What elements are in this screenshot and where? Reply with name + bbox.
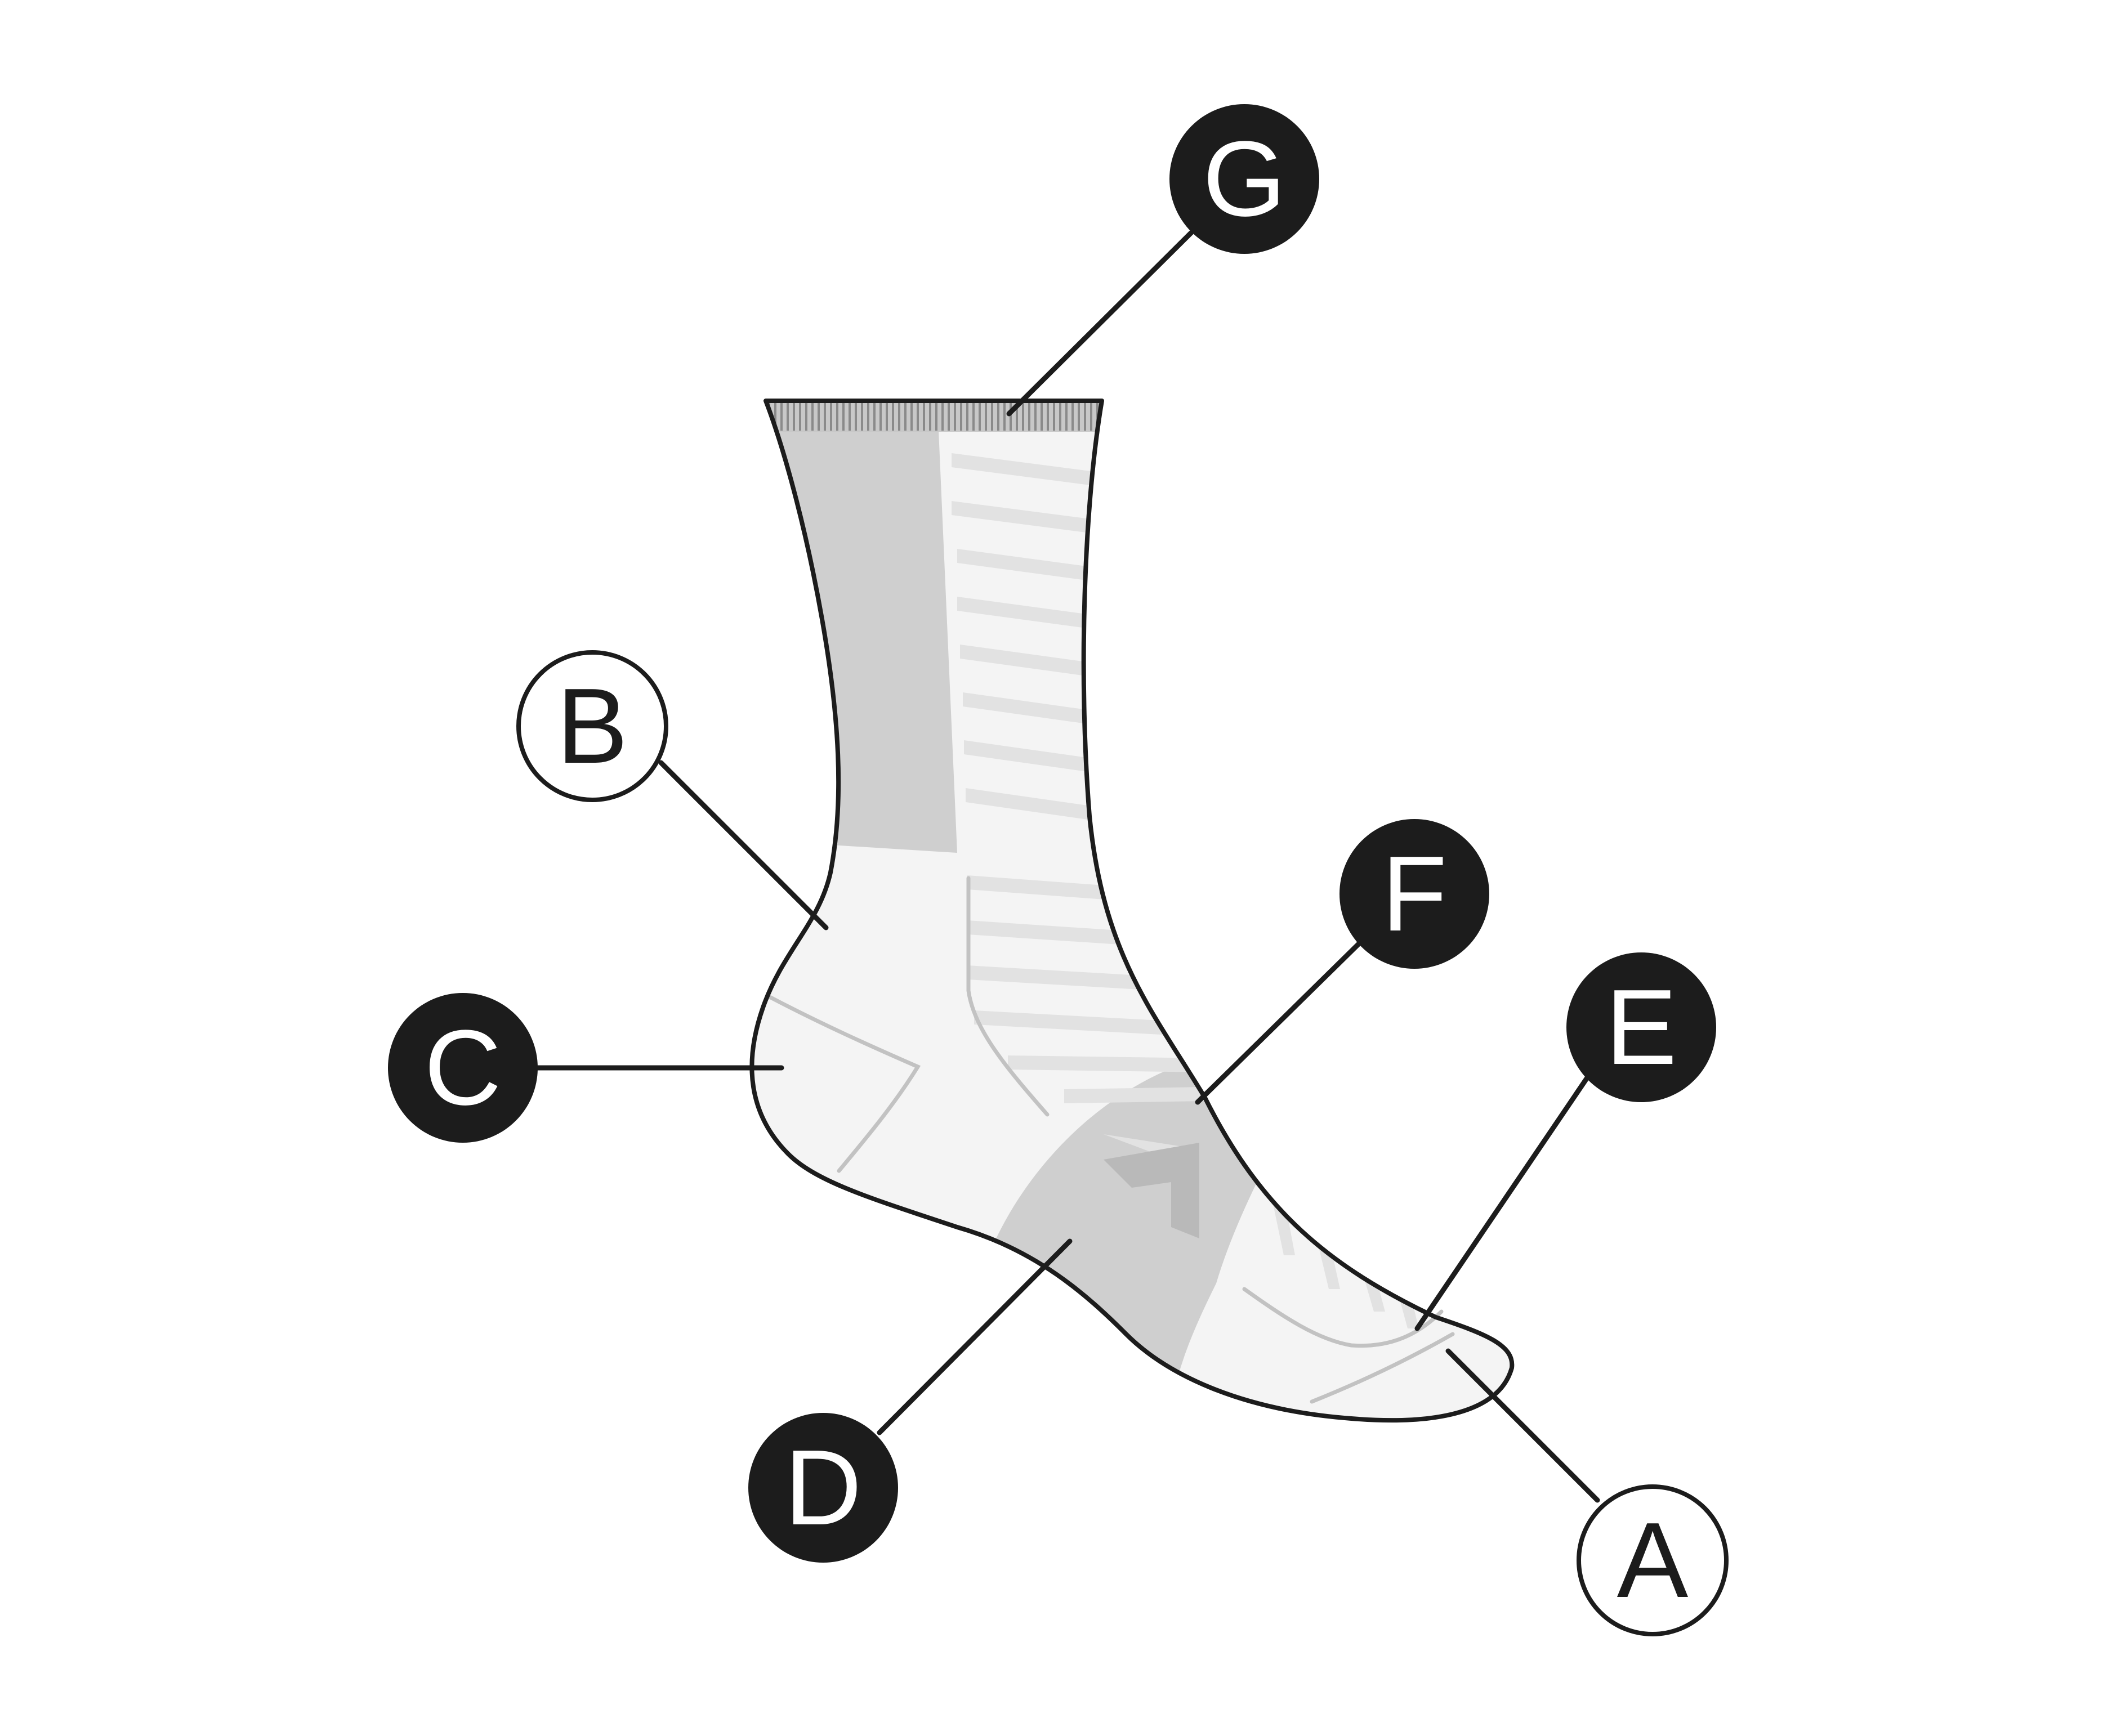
callout-d: D [748, 1413, 898, 1563]
callout-g-circle [1169, 104, 1319, 254]
callout-b-circle [516, 650, 668, 802]
callout-a-label: A [1617, 1501, 1689, 1620]
toe-tip-seam [1310, 1332, 1455, 1404]
callout-c: C [388, 993, 538, 1143]
callout-a-circle [1577, 1484, 1729, 1636]
callout-f-circle [1339, 819, 1489, 969]
leader-line-a [1445, 1348, 1600, 1503]
cuff-rib-lines [768, 401, 1099, 431]
callout-c-circle [388, 993, 538, 1143]
leg-shade-panel [754, 405, 957, 853]
leader-line-g [1006, 230, 1194, 417]
callout-g-label: G [1203, 119, 1286, 239]
callout-d-circle [748, 1413, 898, 1563]
callout-d-label: D [784, 1428, 861, 1547]
arch-chevron [1104, 1143, 1199, 1238]
callout-b-label: B [557, 666, 628, 786]
heel-seam [766, 994, 921, 1173]
callout-b: B [516, 650, 668, 802]
callout-f: F [1339, 819, 1489, 969]
callout-a: A [1577, 1484, 1729, 1636]
leader-line-d [877, 1238, 1073, 1435]
ankle-seam [966, 876, 1050, 1117]
callout-f-label: F [1382, 834, 1447, 954]
leader-line-b [658, 760, 829, 930]
cuff-ribbing [766, 401, 1102, 432]
callout-e-label: E [1606, 968, 1677, 1087]
leader-lines [535, 230, 1600, 1503]
callout-c-label: C [424, 1008, 501, 1127]
callout-g: G [1169, 104, 1319, 254]
leader-line-e [1414, 1072, 1592, 1331]
callout-e-circle [1566, 952, 1716, 1102]
callout-e: E [1566, 952, 1716, 1102]
sock-outline [749, 399, 1515, 1423]
leader-line-f [1195, 940, 1363, 1105]
